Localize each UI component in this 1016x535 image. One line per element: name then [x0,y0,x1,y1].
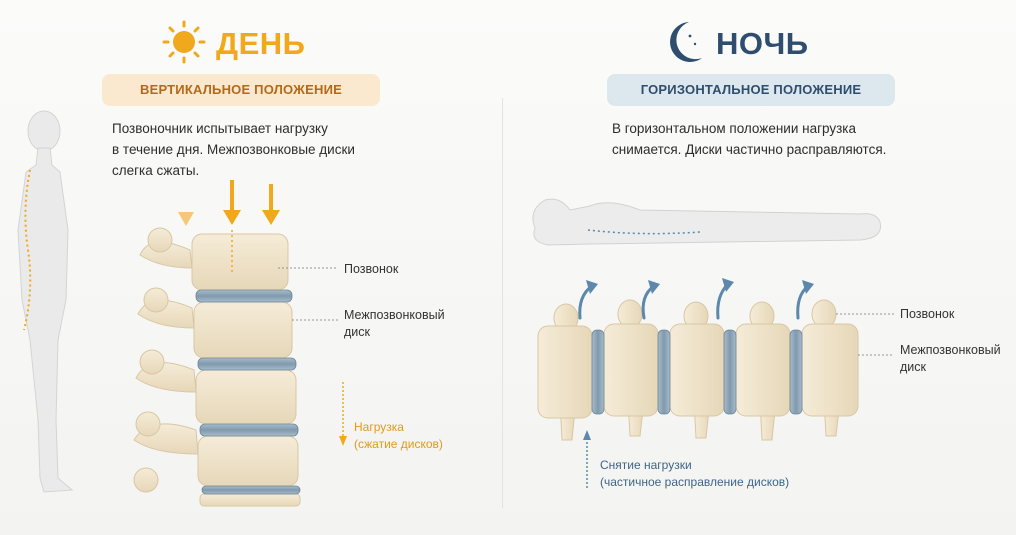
night-description-line: снимается. Диски частично расправляются. [612,142,887,157]
day-description-line: Позвоночник испытывает нагрузку [112,121,328,136]
center-divider [502,98,503,508]
night-title: НОЧЬ [716,26,809,61]
day-title: ДЕНЬ [216,26,306,61]
moon-icon [670,22,702,62]
night-relief-note-line: (частичное расправление дисков) [600,475,790,489]
sun-icon [162,20,206,64]
load-arrows [178,180,280,226]
day-description: Позвоночник испытывает нагрузку в течени… [112,118,412,181]
night-subtitle-badge: ГОРИЗОНТАЛЬНОЕ ПОЛОЖЕНИЕ [607,74,895,106]
night-disc-label-line: диск [900,360,926,374]
day-description-line: в течение дня. Межпозвонковые диски [112,142,355,157]
horizontal-spine-illustration [537,299,859,441]
spine-curve-dotted [23,169,32,331]
standing-person-figure [17,110,74,493]
night-description: В горизонтальном положении нагрузка сним… [612,118,932,160]
day-description-line: слегка сжаты. [112,163,200,178]
night-disc-label: Межпозвонковый диск [900,342,1001,376]
lying-spine-dotted [587,229,701,235]
vertical-spine-illustration [133,227,301,507]
day-load-note: Нагрузка (сжатие дисков) [354,419,443,453]
day-load-note-line: Нагрузка [354,420,404,434]
night-relief-note-line: Снятие нагрузки [600,458,692,472]
night-vertebra-label: Позвонок [900,307,955,321]
lying-person-figure [532,198,882,246]
day-subtitle-badge: ВЕРТИКАЛЬНОЕ ПОЛОЖЕНИЕ [102,74,380,106]
day-disc-label-line: Межпозвонковый [344,308,445,322]
night-relief-note: Снятие нагрузки (частичное расправление … [600,457,789,491]
day-disc-label: Межпозвонковый диск [344,307,445,341]
night-disc-label-line: Межпозвонковый [900,343,1001,357]
day-vertebra-label: Позвонок [344,262,399,276]
day-disc-label-line: диск [344,325,370,339]
night-description-line: В горизонтальном положении нагрузка [612,121,857,136]
day-load-note-line: (сжатие дисков) [354,437,443,451]
